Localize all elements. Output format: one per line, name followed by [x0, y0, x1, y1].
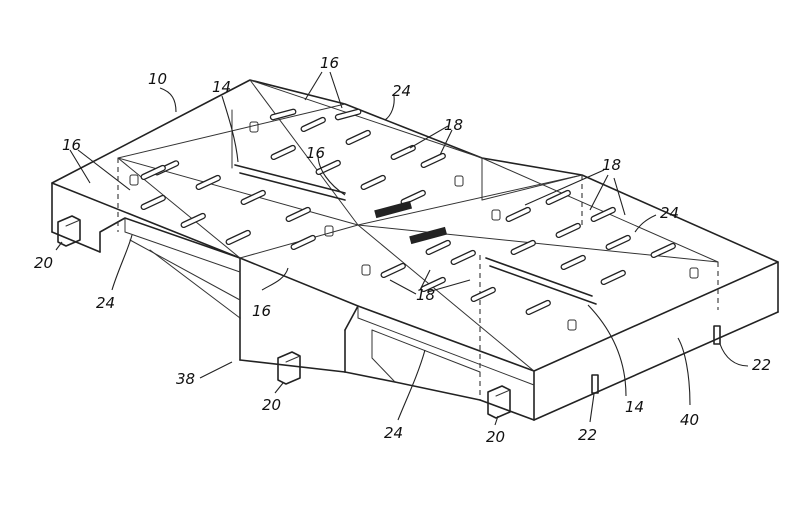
- label-16-bottom: 16: [252, 302, 271, 320]
- pins: [591, 325, 721, 394]
- label-10: 10: [148, 70, 167, 88]
- label-24-bottom: 24: [384, 424, 403, 442]
- label-20-center: 20: [262, 396, 281, 414]
- label-18-top: 18: [444, 116, 463, 134]
- label-18-center: 18: [416, 286, 435, 304]
- label-40: 40: [680, 411, 699, 429]
- label-22-right: 22: [752, 356, 771, 374]
- padlock-symbols: [129, 121, 699, 331]
- label-24-right: 24: [660, 204, 679, 222]
- label-16-center: 16: [306, 144, 325, 162]
- feet: [57, 215, 511, 419]
- center-markings: [374, 200, 448, 245]
- rails: [234, 164, 597, 305]
- label-24-top: 24: [392, 82, 411, 100]
- label-24-left: 24: [96, 294, 115, 312]
- label-38: 38: [176, 370, 195, 388]
- label-16-top: 16: [320, 54, 339, 72]
- label-16-left: 16: [62, 136, 81, 154]
- label-14-top: 14: [212, 78, 231, 96]
- reference-labels: 10 14 14 16 16 16 16 18 18 18 20 20 20 2…: [34, 54, 771, 446]
- label-20-right: 20: [486, 428, 505, 446]
- slots: [140, 108, 676, 316]
- label-14-right: 14: [625, 398, 644, 416]
- label-20-left: 20: [34, 254, 53, 272]
- leader-lines: [55, 71, 749, 426]
- platform-outline: [51, 79, 779, 421]
- label-18-right: 18: [602, 156, 621, 174]
- label-22-bottom: 22: [578, 426, 597, 444]
